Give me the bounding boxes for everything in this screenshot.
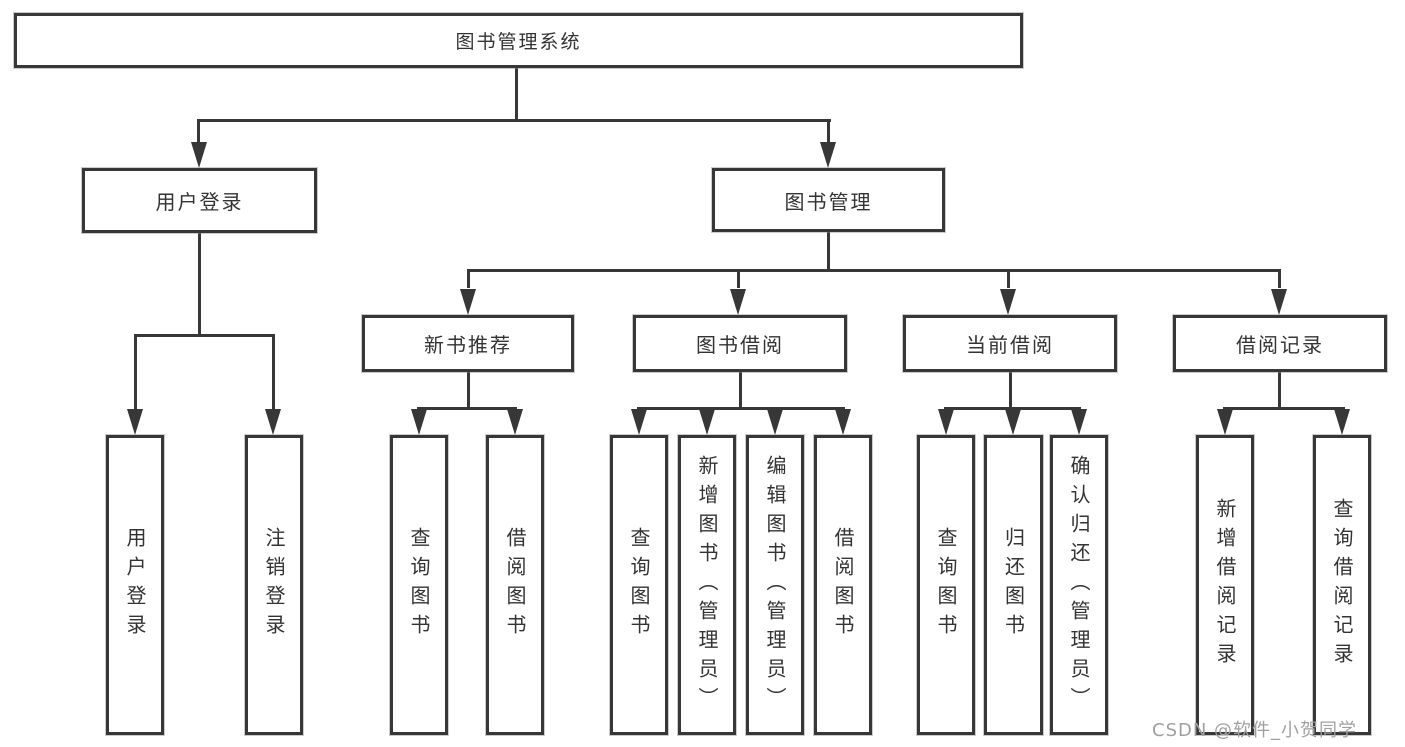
connector-records-rail [1223,407,1345,410]
connector-bookborrow-rail [637,407,845,410]
leaf-newbook-borrow: 借阅图书 [486,435,544,735]
arrowhead-to-return-book [1005,409,1021,435]
leaf-return-book-label: 归还图书 [1001,527,1026,643]
arrowhead-to-current-borrow [1000,289,1016,315]
connector-newbook-rail [417,407,517,410]
connector-newbook-stem [467,372,470,409]
node-borrow-records: 借阅记录 [1173,315,1387,372]
connector-bookmgmt-drop-2 [737,269,740,288]
node-user-login-module: 用户登录 [82,168,317,233]
connector-root-stem [515,68,518,119]
connector-current-stem [1009,372,1012,409]
leaf-logout: 注销登录 [245,435,303,735]
leaf-borrow-book: 借阅图书 [814,435,872,735]
connector-bookmgmt-stem [827,232,830,271]
arrowhead-to-add-record [1217,409,1233,435]
arrowhead-to-leaf-user-login [127,409,143,435]
leaf-current-query: 查询图书 [917,435,975,735]
leaf-return-book: 归还图书 [984,435,1043,735]
arrowhead-to-user-login [191,142,207,168]
leaf-query-borrow-record: 查询借阅记录 [1313,435,1371,735]
leaf-borrow-edit-admin: 编辑图书（管理员） [746,435,804,735]
arrowhead-to-borrow-book [835,409,851,435]
arrowhead-to-borrow-edit [767,409,783,435]
arrowhead-to-confirm-return [1071,409,1087,435]
node-new-book-recommend: 新书推荐 [362,315,574,372]
leaf-borrow-query-label: 查询图书 [627,527,651,643]
node-current-borrow: 当前借阅 [903,315,1117,372]
connector-bookborrow-stem [739,372,742,409]
csdn-watermark: CSDN @软件_小贺同学 [1152,720,1358,741]
arrowhead-to-borrow-add [699,409,715,435]
arrowhead-to-borrow-records [1271,289,1287,315]
connector-root-rail [197,119,831,122]
leaf-current-query-label: 查询图书 [934,527,958,643]
arrowhead-to-newbook-query [411,409,427,435]
leaf-newbook-query-label: 查询图书 [407,527,431,643]
arrowhead-to-query-record [1334,409,1350,435]
leaf-borrow-edit-admin-label: 编辑图书（管理员） [763,454,787,716]
arrowhead-to-leaf-logout [265,409,281,435]
leaf-confirm-return-admin-label: 确认归还（管理员） [1067,454,1091,716]
arrowhead-to-book-management [820,142,836,168]
leaf-confirm-return-admin: 确认归还（管理员） [1050,435,1108,735]
connector-bookmgmt-drop-3 [1007,269,1010,288]
leaf-logout-label: 注销登录 [262,527,286,643]
leaf-newbook-query: 查询图书 [390,435,448,735]
arrowhead-to-current-query [938,409,954,435]
connector-bookmgmt-drop-1 [467,269,470,288]
leaf-query-borrow-record-label: 查询借阅记录 [1330,498,1354,672]
connector-bookmgmt-drop-4 [1278,269,1281,288]
leaf-user-login: 用户登录 [106,435,164,735]
arrowhead-to-borrow-query [631,409,647,435]
node-book-borrow: 图书借阅 [633,315,847,372]
leaf-user-login-label: 用户登录 [123,527,147,643]
connector-userlogin-rail [134,334,275,337]
leaf-add-borrow-record-label: 新增借阅记录 [1213,498,1237,672]
leaf-borrow-query: 查询图书 [610,435,668,735]
connector-root-right-drop [827,119,830,146]
node-book-management-module: 图书管理 [712,168,945,232]
leaf-newbook-borrow-label: 借阅图书 [503,527,527,643]
connector-current-rail [944,407,1081,410]
leaf-add-borrow-record: 新增借阅记录 [1196,435,1254,735]
connector-userlogin-drop-1 [134,334,137,410]
connector-bookmgmt-rail [468,269,1281,272]
connector-userlogin-drop-2 [272,334,275,410]
leaf-borrow-add-admin: 新增图书（管理员） [678,435,736,735]
arrowhead-to-book-borrow [730,289,746,315]
connector-records-stem [1278,372,1281,409]
connector-root-left-drop [197,119,200,146]
leaf-borrow-add-admin-label: 新增图书（管理员） [695,454,719,716]
leaf-borrow-book-label: 借阅图书 [831,527,855,643]
arrowhead-to-new-book-recommend [460,289,476,315]
arrowhead-to-newbook-borrow [507,409,523,435]
node-root-system: 图书管理系统 [14,13,1023,68]
connector-userlogin-stem [198,233,201,336]
